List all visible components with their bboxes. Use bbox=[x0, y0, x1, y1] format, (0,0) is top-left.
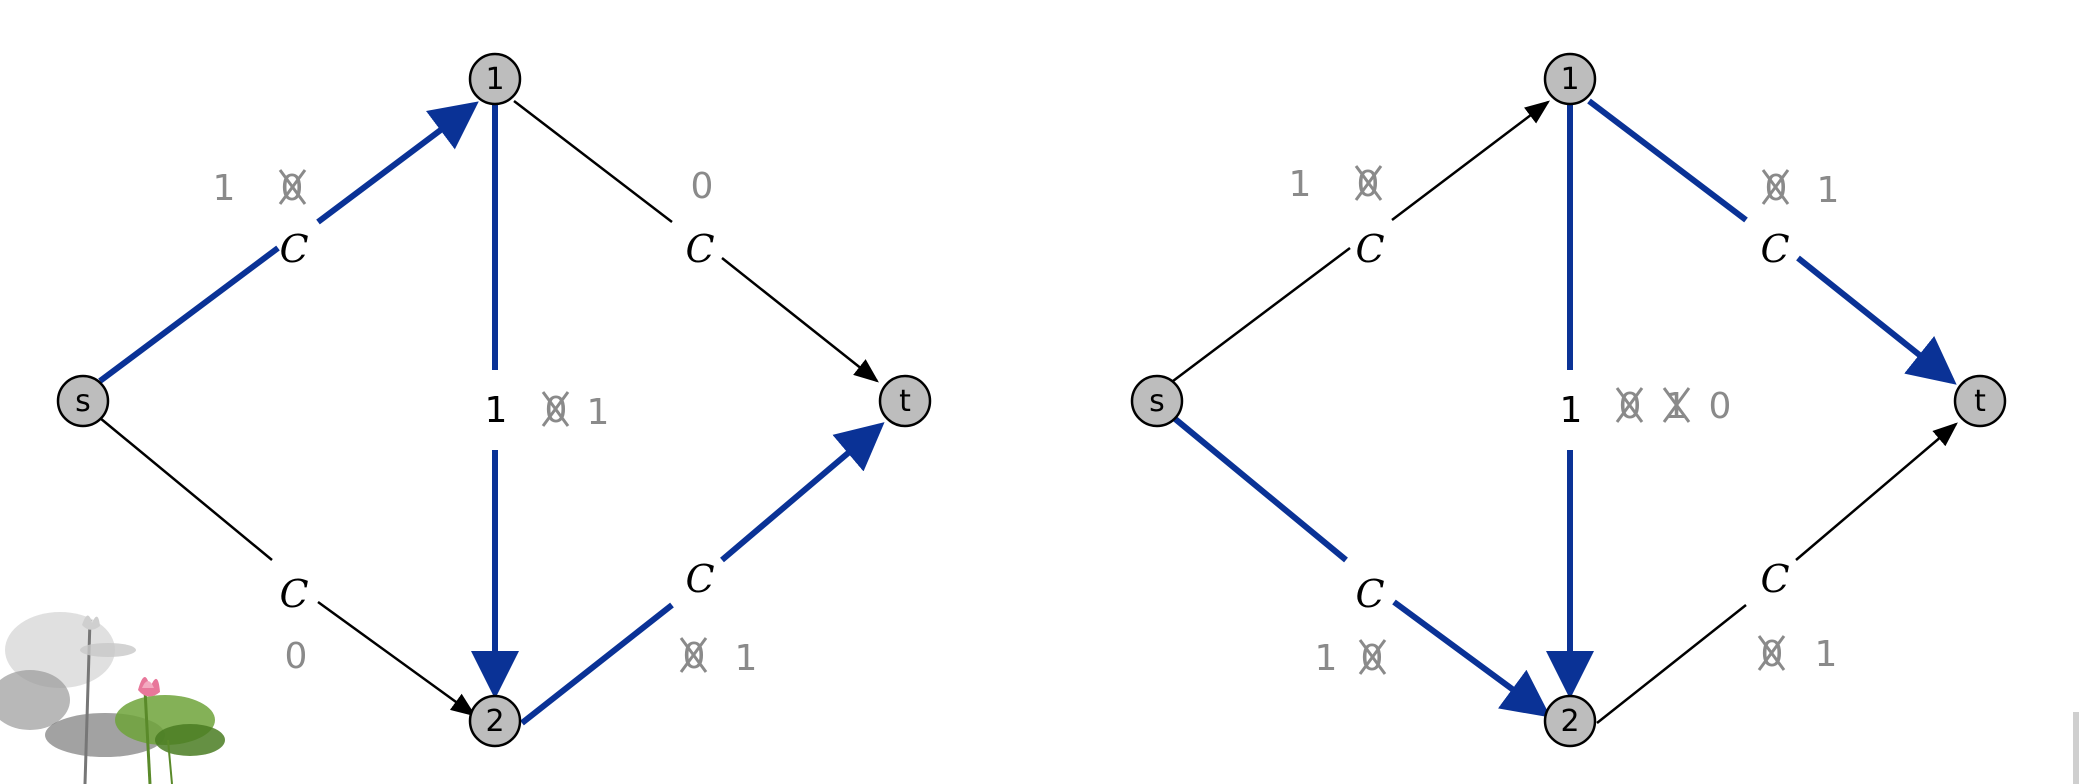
flow-label-1t: 0 1 bbox=[1761, 168, 1840, 211]
svg-text:1: 1 bbox=[1817, 170, 1840, 211]
lotus-decoration-icon bbox=[0, 612, 225, 784]
svg-text:t: t bbox=[1974, 384, 1986, 419]
flow-label-s1: 1 0 bbox=[1289, 164, 1383, 205]
capacity-label-12: 1 bbox=[485, 390, 508, 431]
svg-text:2: 2 bbox=[1560, 704, 1579, 739]
flow-label-2t: 0 1 bbox=[679, 636, 758, 679]
strike-icon bbox=[1354, 165, 1383, 201]
node-1: 1 bbox=[1543, 52, 1597, 106]
svg-text:2: 2 bbox=[485, 704, 504, 739]
edge-s-1 bbox=[98, 101, 479, 384]
svg-text:1: 1 bbox=[213, 168, 236, 209]
strike-icon bbox=[541, 391, 570, 427]
svg-text:1: 1 bbox=[1315, 638, 1338, 679]
capacity-label-2t: C bbox=[685, 557, 714, 601]
node-2: 2 bbox=[468, 694, 522, 748]
edge-artifact bbox=[2073, 712, 2079, 784]
capacity-label-1t: C bbox=[685, 227, 714, 271]
capacity-label-2t: C bbox=[1760, 557, 1789, 601]
flow-label-s2: 0 bbox=[285, 636, 308, 677]
capacity-label-s2: C bbox=[1355, 572, 1384, 616]
node-t: t bbox=[1953, 374, 2007, 428]
svg-text:t: t bbox=[899, 384, 911, 419]
capacity-label-s1: C bbox=[279, 227, 308, 271]
flow-label-12: 0 1 bbox=[541, 390, 610, 433]
strike-icon bbox=[1615, 387, 1644, 423]
node-1: 1 bbox=[468, 52, 522, 106]
svg-text:0: 0 bbox=[285, 636, 308, 677]
svg-text:s: s bbox=[75, 384, 91, 419]
edge-2-t bbox=[1596, 422, 1958, 724]
svg-text:0: 0 bbox=[1709, 386, 1732, 427]
graph-left: s 1 2 t C C 1 C C 1 0 0 0 bbox=[56, 52, 932, 748]
svg-text:1: 1 bbox=[587, 392, 610, 433]
svg-text:1: 1 bbox=[735, 638, 758, 679]
capacity-label-12: 1 bbox=[1560, 390, 1583, 431]
strike-icon bbox=[1662, 387, 1691, 423]
capacity-label-1t: C bbox=[1760, 227, 1789, 271]
flow-label-1t: 0 bbox=[691, 166, 714, 207]
edge-1-t bbox=[513, 100, 879, 383]
strike-icon bbox=[1358, 639, 1387, 675]
svg-text:1: 1 bbox=[1815, 634, 1838, 675]
strike-icon bbox=[278, 169, 307, 205]
node-2: 2 bbox=[1543, 694, 1597, 748]
strike-icon bbox=[1757, 635, 1786, 671]
svg-text:1: 1 bbox=[1560, 62, 1579, 97]
flow-label-2t: 0 1 bbox=[1757, 634, 1838, 675]
node-s: s bbox=[56, 374, 110, 428]
edge-2-t bbox=[520, 422, 885, 726]
svg-text:0: 0 bbox=[691, 166, 714, 207]
graph-right: s 1 2 t C C 1 C C 1 0 0 1 bbox=[1130, 52, 2007, 748]
capacity-label-s2: C bbox=[279, 572, 308, 616]
node-s: s bbox=[1130, 374, 1184, 428]
flow-label-s1: 1 0 bbox=[213, 168, 307, 209]
edge-s-1 bbox=[1172, 100, 1550, 382]
strike-icon bbox=[1761, 169, 1790, 205]
node-t: t bbox=[878, 374, 932, 428]
capacity-label-s1: C bbox=[1355, 227, 1384, 271]
strike-icon bbox=[679, 637, 708, 673]
flow-label-12: 0 1 0 bbox=[1615, 386, 1732, 427]
edge-s-2 bbox=[99, 417, 477, 717]
flow-label-s2: 1 0 bbox=[1315, 638, 1387, 679]
edge-1-t bbox=[1587, 98, 1957, 385]
svg-text:s: s bbox=[1149, 384, 1165, 419]
svg-text:1: 1 bbox=[1289, 164, 1312, 205]
edge-s-2 bbox=[1172, 415, 1551, 718]
svg-text:1: 1 bbox=[485, 62, 504, 97]
